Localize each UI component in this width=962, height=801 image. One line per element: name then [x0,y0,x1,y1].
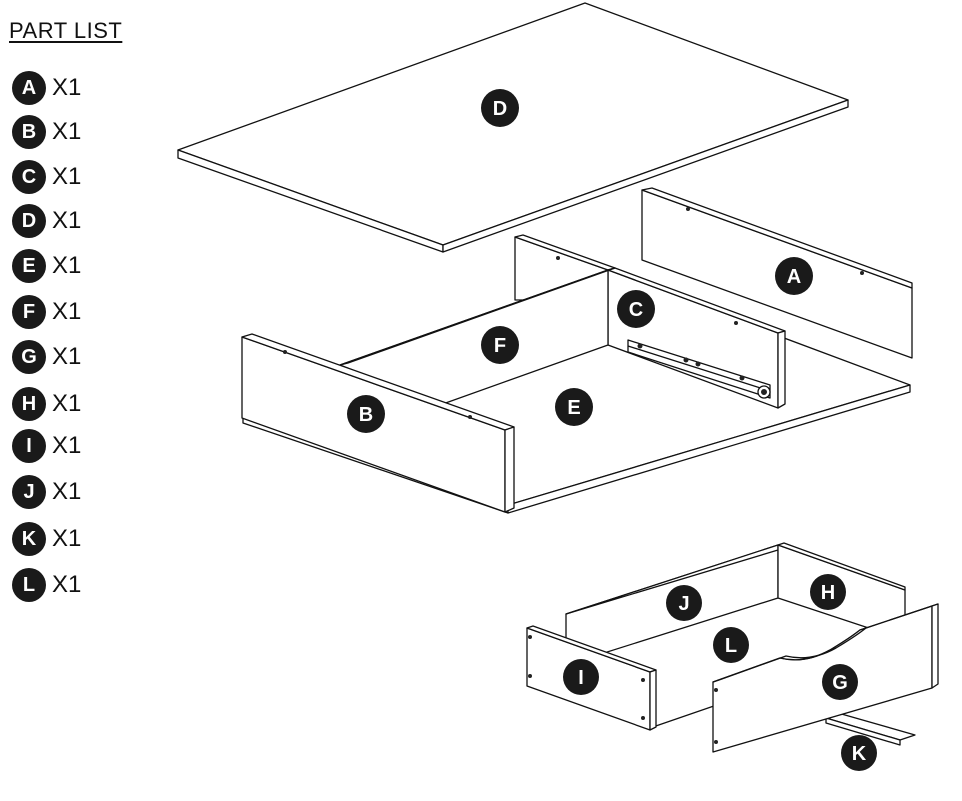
label-e: E [555,388,593,426]
svg-text:C: C [629,299,643,321]
label-a: A [775,257,813,295]
label-f: F [481,326,519,364]
part-badge: G [12,340,46,374]
part-badge: D [12,204,46,238]
label-c: C [617,290,655,328]
part-badge: C [12,160,46,194]
part-badge: E [12,249,46,283]
part-badge: J [12,475,46,509]
svg-text:J: J [678,593,689,615]
part-quantity: X1 [52,118,82,145]
part-row-g: G X1 [12,339,81,375]
svg-text:B: B [359,404,373,426]
svg-text:H: H [821,582,835,604]
part-badge: I [12,429,46,463]
part-row-l: L X1 [12,567,81,603]
part-quantity: X1 [52,478,82,505]
part-badge: H [12,387,46,421]
svg-text:I: I [578,667,584,689]
part-row-i: I X1 [12,428,81,464]
part-row-h: H X1 [12,386,81,422]
part-badge: K [12,522,46,556]
part-row-a: A X1 [12,70,81,106]
label-j: J [666,585,702,621]
label-i: I [563,659,599,695]
part-badge: B [12,115,46,149]
part-badge: F [12,295,46,329]
part-quantity: X1 [52,343,82,370]
part-quantity: X1 [52,298,82,325]
part-quantity: X1 [52,252,82,279]
part-quantity: X1 [52,525,82,552]
part-list-title: PART LIST [9,18,123,43]
label-d: D [481,89,519,127]
part-row-e: E X1 [12,248,81,284]
label-h: H [810,574,846,610]
part-quantity: X1 [52,432,82,459]
label-g: G [822,664,858,700]
svg-text:D: D [493,98,507,120]
part-row-d: D X1 [12,203,81,239]
svg-text:G: G [832,672,848,694]
svg-text:A: A [787,266,801,288]
part-badge: L [12,568,46,602]
part-row-c: C X1 [12,159,81,195]
label-l: L [713,627,749,663]
part-quantity: X1 [52,390,82,417]
part-quantity: X1 [52,571,82,598]
svg-text:L: L [725,635,737,657]
part-row-j: J X1 [12,474,81,510]
svg-text:F: F [494,335,506,357]
part-badge: A [12,71,46,105]
top-panel-d [177,2,849,253]
label-b: B [347,395,385,433]
part-quantity: X1 [52,74,82,101]
part-quantity: X1 [52,207,82,234]
part-row-f: F X1 [12,294,81,330]
svg-text:K: K [852,743,867,765]
label-k: K [841,735,877,771]
svg-text:E: E [567,397,580,419]
part-row-k: K X1 [12,521,81,557]
part-row-b: B X1 [12,114,81,150]
drawer-slide-rail [627,339,771,399]
part-quantity: X1 [52,163,82,190]
